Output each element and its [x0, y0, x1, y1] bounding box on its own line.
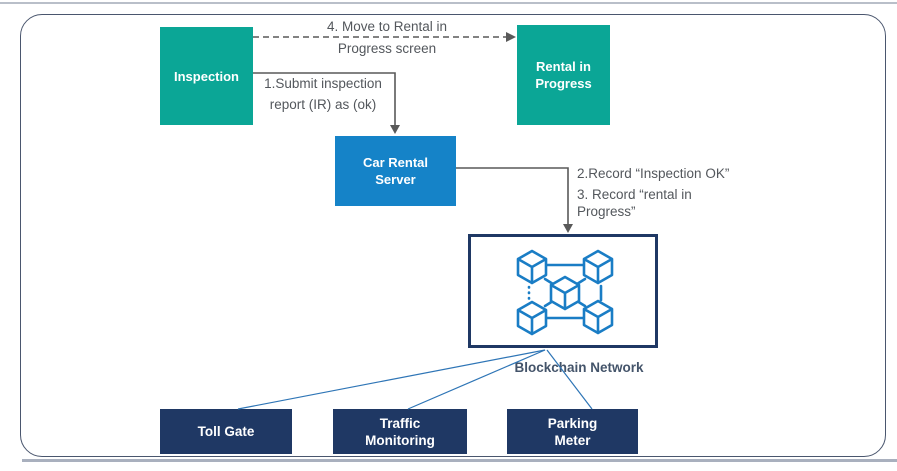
bottom-divider-line — [22, 459, 897, 462]
rental-in-progress-node: Rental in Progress — [517, 25, 610, 125]
inspection-node: Inspection — [160, 27, 253, 125]
car-rental-server-node: Car Rental Server — [335, 136, 456, 206]
blockchain-network-label: Blockchain Network — [514, 360, 644, 375]
top-divider-line — [0, 2, 897, 4]
traffic-monitoring-node: Traffic Monitoring — [333, 409, 467, 454]
toll-gate-node: Toll Gate — [160, 409, 292, 454]
edge-label-step1: 1.Submit inspection report (IR) as (ok) — [264, 76, 382, 112]
edge-label-step3: 3. Record “rental in Progress” — [577, 187, 692, 219]
diagram-outer-frame — [20, 14, 886, 457]
edge-label-step2: 2.Record “Inspection OK” — [577, 166, 730, 181]
blockchain-network-node — [468, 234, 658, 348]
parking-meter-node: Parking Meter — [507, 409, 638, 454]
edge-label-step4: 4. Move to Rental in Progress screen — [326, 19, 448, 56]
